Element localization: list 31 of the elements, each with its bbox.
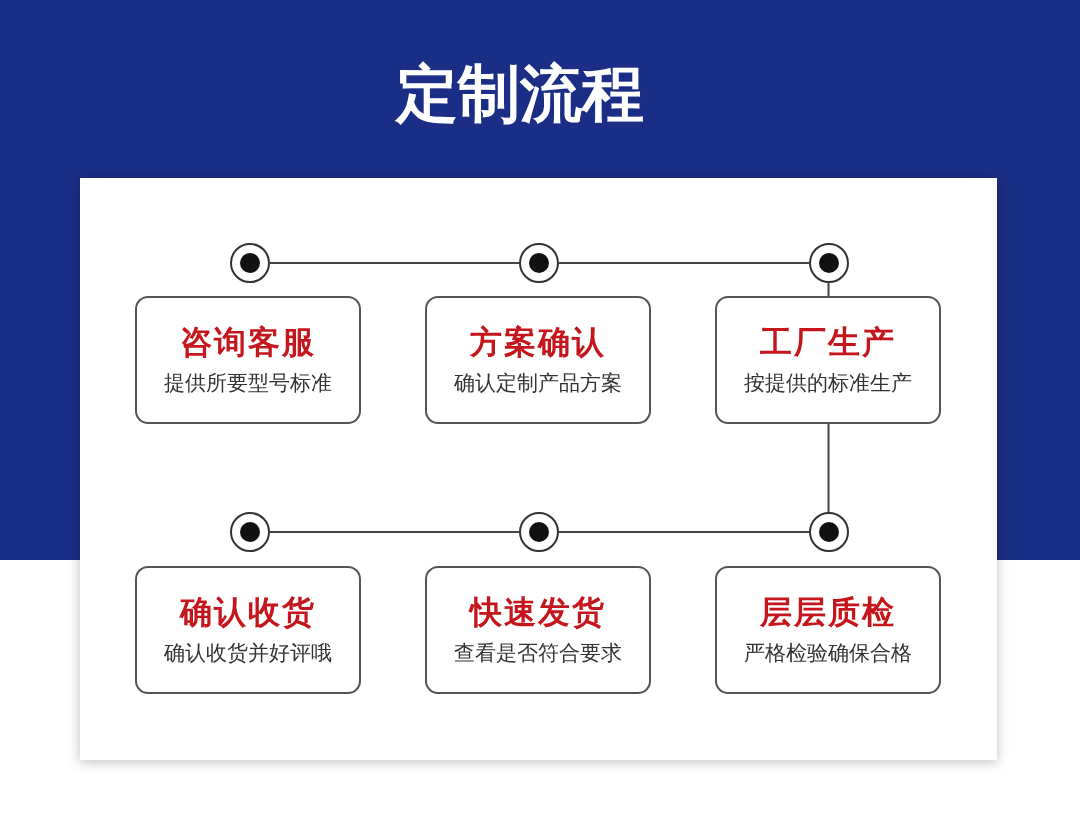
step-description: 严格检验确保合格 xyxy=(744,640,912,667)
step-box xyxy=(135,566,361,694)
node-dot xyxy=(230,512,270,552)
connector-line xyxy=(269,531,520,533)
step-title: 层层质检 xyxy=(760,592,896,632)
node-dot xyxy=(519,243,559,283)
step-title: 方案确认 xyxy=(470,322,606,362)
step-description: 确认定制产品方案 xyxy=(454,370,622,397)
step-title: 咨询客服 xyxy=(180,322,316,362)
node-dot xyxy=(809,512,849,552)
connector-line xyxy=(827,282,830,297)
connector-line xyxy=(558,262,810,264)
step-title: 快速发货 xyxy=(470,592,606,632)
step-description: 按提供的标准生产 xyxy=(744,370,912,397)
step-title: 工厂生产 xyxy=(760,322,896,362)
step-box xyxy=(425,566,651,694)
step-box xyxy=(715,566,941,694)
node-dot xyxy=(230,243,270,283)
connector-line xyxy=(269,262,520,264)
step-box xyxy=(425,296,651,424)
node-dot xyxy=(809,243,849,283)
connector-line xyxy=(558,531,810,533)
step-description: 查看是否符合要求 xyxy=(454,640,622,667)
step-description: 确认收货并好评哦 xyxy=(164,640,332,667)
step-box xyxy=(715,296,941,424)
step-description: 提供所要型号标准 xyxy=(164,370,332,397)
step-box xyxy=(135,296,361,424)
title: 定制流程 xyxy=(394,56,645,132)
connector-line xyxy=(827,423,830,513)
step-title: 确认收货 xyxy=(180,592,316,632)
node-dot xyxy=(519,512,559,552)
